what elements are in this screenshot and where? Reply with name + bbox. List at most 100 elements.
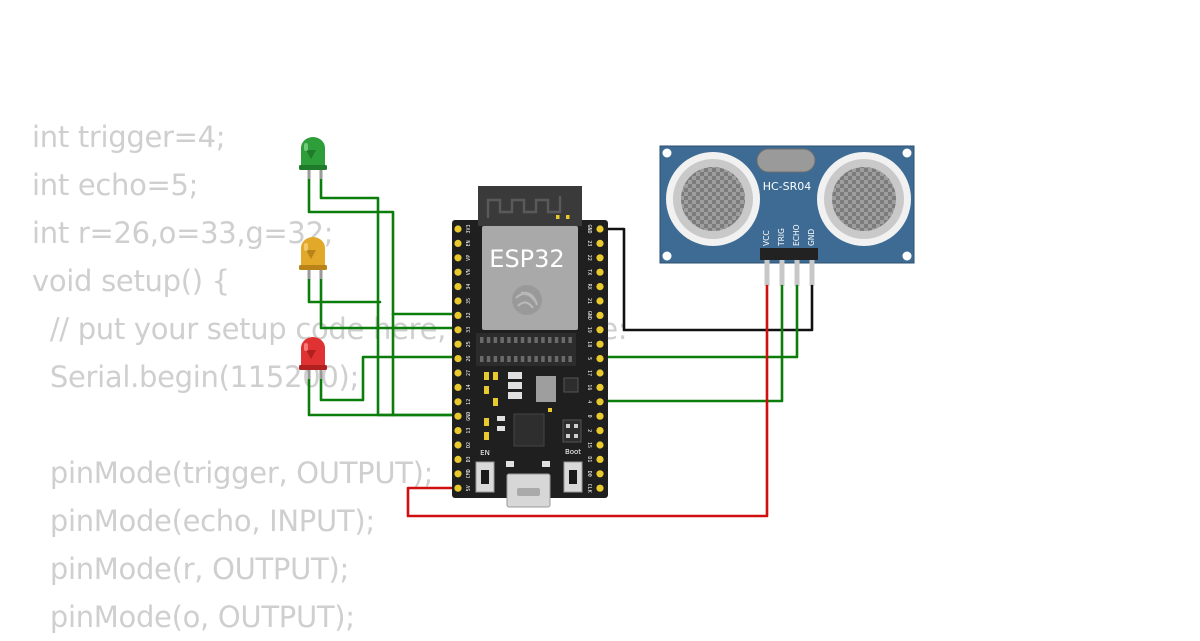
pin-pad[interactable] (454, 326, 462, 334)
pin-label: 27 (466, 370, 472, 376)
boot-label: Boot (565, 448, 581, 456)
pin-label: 32 (466, 312, 472, 318)
pin-label: 22 (586, 255, 592, 261)
boot-button[interactable] (563, 461, 583, 493)
pin-pad[interactable] (454, 398, 462, 406)
pin-pad[interactable] (596, 340, 604, 348)
led-yellow[interactable] (299, 237, 327, 279)
wire-led-yellow-gnd (307, 276, 382, 304)
pin-pad[interactable] (454, 441, 462, 449)
pin-pad[interactable] (596, 311, 604, 319)
en-button[interactable] (475, 461, 495, 493)
sensor-mount-hole (902, 148, 912, 158)
pin-pad[interactable] (596, 355, 604, 363)
pin-pad[interactable] (596, 239, 604, 247)
sensor-title: HC-SR04 (763, 180, 812, 193)
wires (307, 176, 814, 518)
sensor-header (760, 248, 818, 260)
pin-pad[interactable] (454, 427, 462, 435)
transducer-right (817, 152, 911, 246)
sensor-pin-label: ECHO (792, 224, 801, 246)
sensor-pin[interactable] (794, 258, 800, 286)
pin-label: GND (586, 311, 592, 320)
pin-pad[interactable] (454, 369, 462, 377)
pin-label: 14 (466, 384, 472, 390)
pin-pad[interactable] (596, 254, 604, 262)
pin-pad[interactable] (454, 355, 462, 363)
pin-pad[interactable] (454, 455, 462, 463)
code-line: int trigger=4; (32, 120, 226, 154)
usb-uart-chip (513, 413, 545, 447)
code-line: int r=26,o=33,g=32; (32, 216, 334, 250)
sensor-pin-label: TRIG (777, 228, 786, 247)
pin-pad[interactable] (454, 254, 462, 262)
led-red[interactable] (299, 337, 327, 379)
pin-pad[interactable] (596, 383, 604, 391)
pin-label: D1 (586, 456, 592, 462)
pin-pad[interactable] (596, 398, 604, 406)
pin-pad[interactable] (596, 427, 604, 435)
pin-label: VP (466, 255, 472, 261)
pin-label: 3V3 (466, 224, 472, 233)
pin-pad[interactable] (596, 283, 604, 291)
sensor-mount-hole (662, 148, 672, 158)
pin-label: D0 (586, 471, 592, 477)
pin-pad[interactable] (454, 484, 462, 492)
pin-pad[interactable] (454, 297, 462, 305)
espressif-logo-icon (512, 285, 542, 315)
pin-label: EN (466, 240, 472, 246)
pin-label: 5V (466, 485, 472, 491)
board-title: ESP32 (489, 245, 564, 273)
pin-label: TX (586, 269, 592, 275)
pin-pad[interactable] (596, 455, 604, 463)
pin-pad[interactable] (596, 484, 604, 492)
pin-label: 33 (466, 327, 472, 333)
pin-pad[interactable] (454, 311, 462, 319)
pin-pad[interactable] (596, 326, 604, 334)
pin-pad[interactable] (454, 470, 462, 478)
pin-pad[interactable] (596, 225, 604, 233)
led-green[interactable] (299, 137, 327, 179)
code-line: pinMode(echo, INPUT); (32, 504, 375, 538)
pin-label: 16 (586, 384, 592, 390)
wire-led-green-anode (319, 176, 460, 417)
pin-label: D2 (466, 442, 472, 448)
micro-usb-port[interactable] (506, 473, 551, 508)
wire-gnd-black (598, 227, 814, 332)
pin-label: 18 (586, 341, 592, 347)
pin-label: D3 (466, 456, 472, 462)
wire-led-red-gnd (307, 376, 460, 417)
pin-pad[interactable] (596, 268, 604, 276)
sensor-pin[interactable] (779, 258, 785, 286)
pin-label: 34 (466, 284, 472, 290)
sensor-mount-hole (662, 251, 672, 261)
pin-pad[interactable] (454, 340, 462, 348)
pin-label: 15 (586, 442, 592, 448)
pin-pad[interactable] (596, 297, 604, 305)
sensor-pin-label: GND (807, 229, 816, 246)
pin-pad[interactable] (454, 268, 462, 276)
pin-pad[interactable] (454, 412, 462, 420)
esp32-board[interactable]: ESP32 EN Boot (452, 186, 608, 508)
esp32-antenna (478, 186, 582, 226)
pin-label: 0 (586, 415, 592, 418)
pin-label: CLK (586, 484, 592, 493)
pin-label: VN (466, 269, 472, 275)
pin-label: GND (586, 224, 592, 233)
pin-pad[interactable] (596, 441, 604, 449)
pin-pad[interactable] (454, 239, 462, 247)
pin-pad[interactable] (454, 383, 462, 391)
pin-label: 2 (586, 429, 592, 432)
pin-pad[interactable] (454, 283, 462, 291)
pin-pad[interactable] (596, 412, 604, 420)
pin-pad[interactable] (596, 369, 604, 377)
pin-pad[interactable] (596, 470, 604, 478)
sensor-pin[interactable] (809, 258, 815, 286)
sensor-mount-hole (902, 251, 912, 261)
pin-pad[interactable] (454, 225, 462, 233)
sensor-pin[interactable] (764, 258, 770, 286)
